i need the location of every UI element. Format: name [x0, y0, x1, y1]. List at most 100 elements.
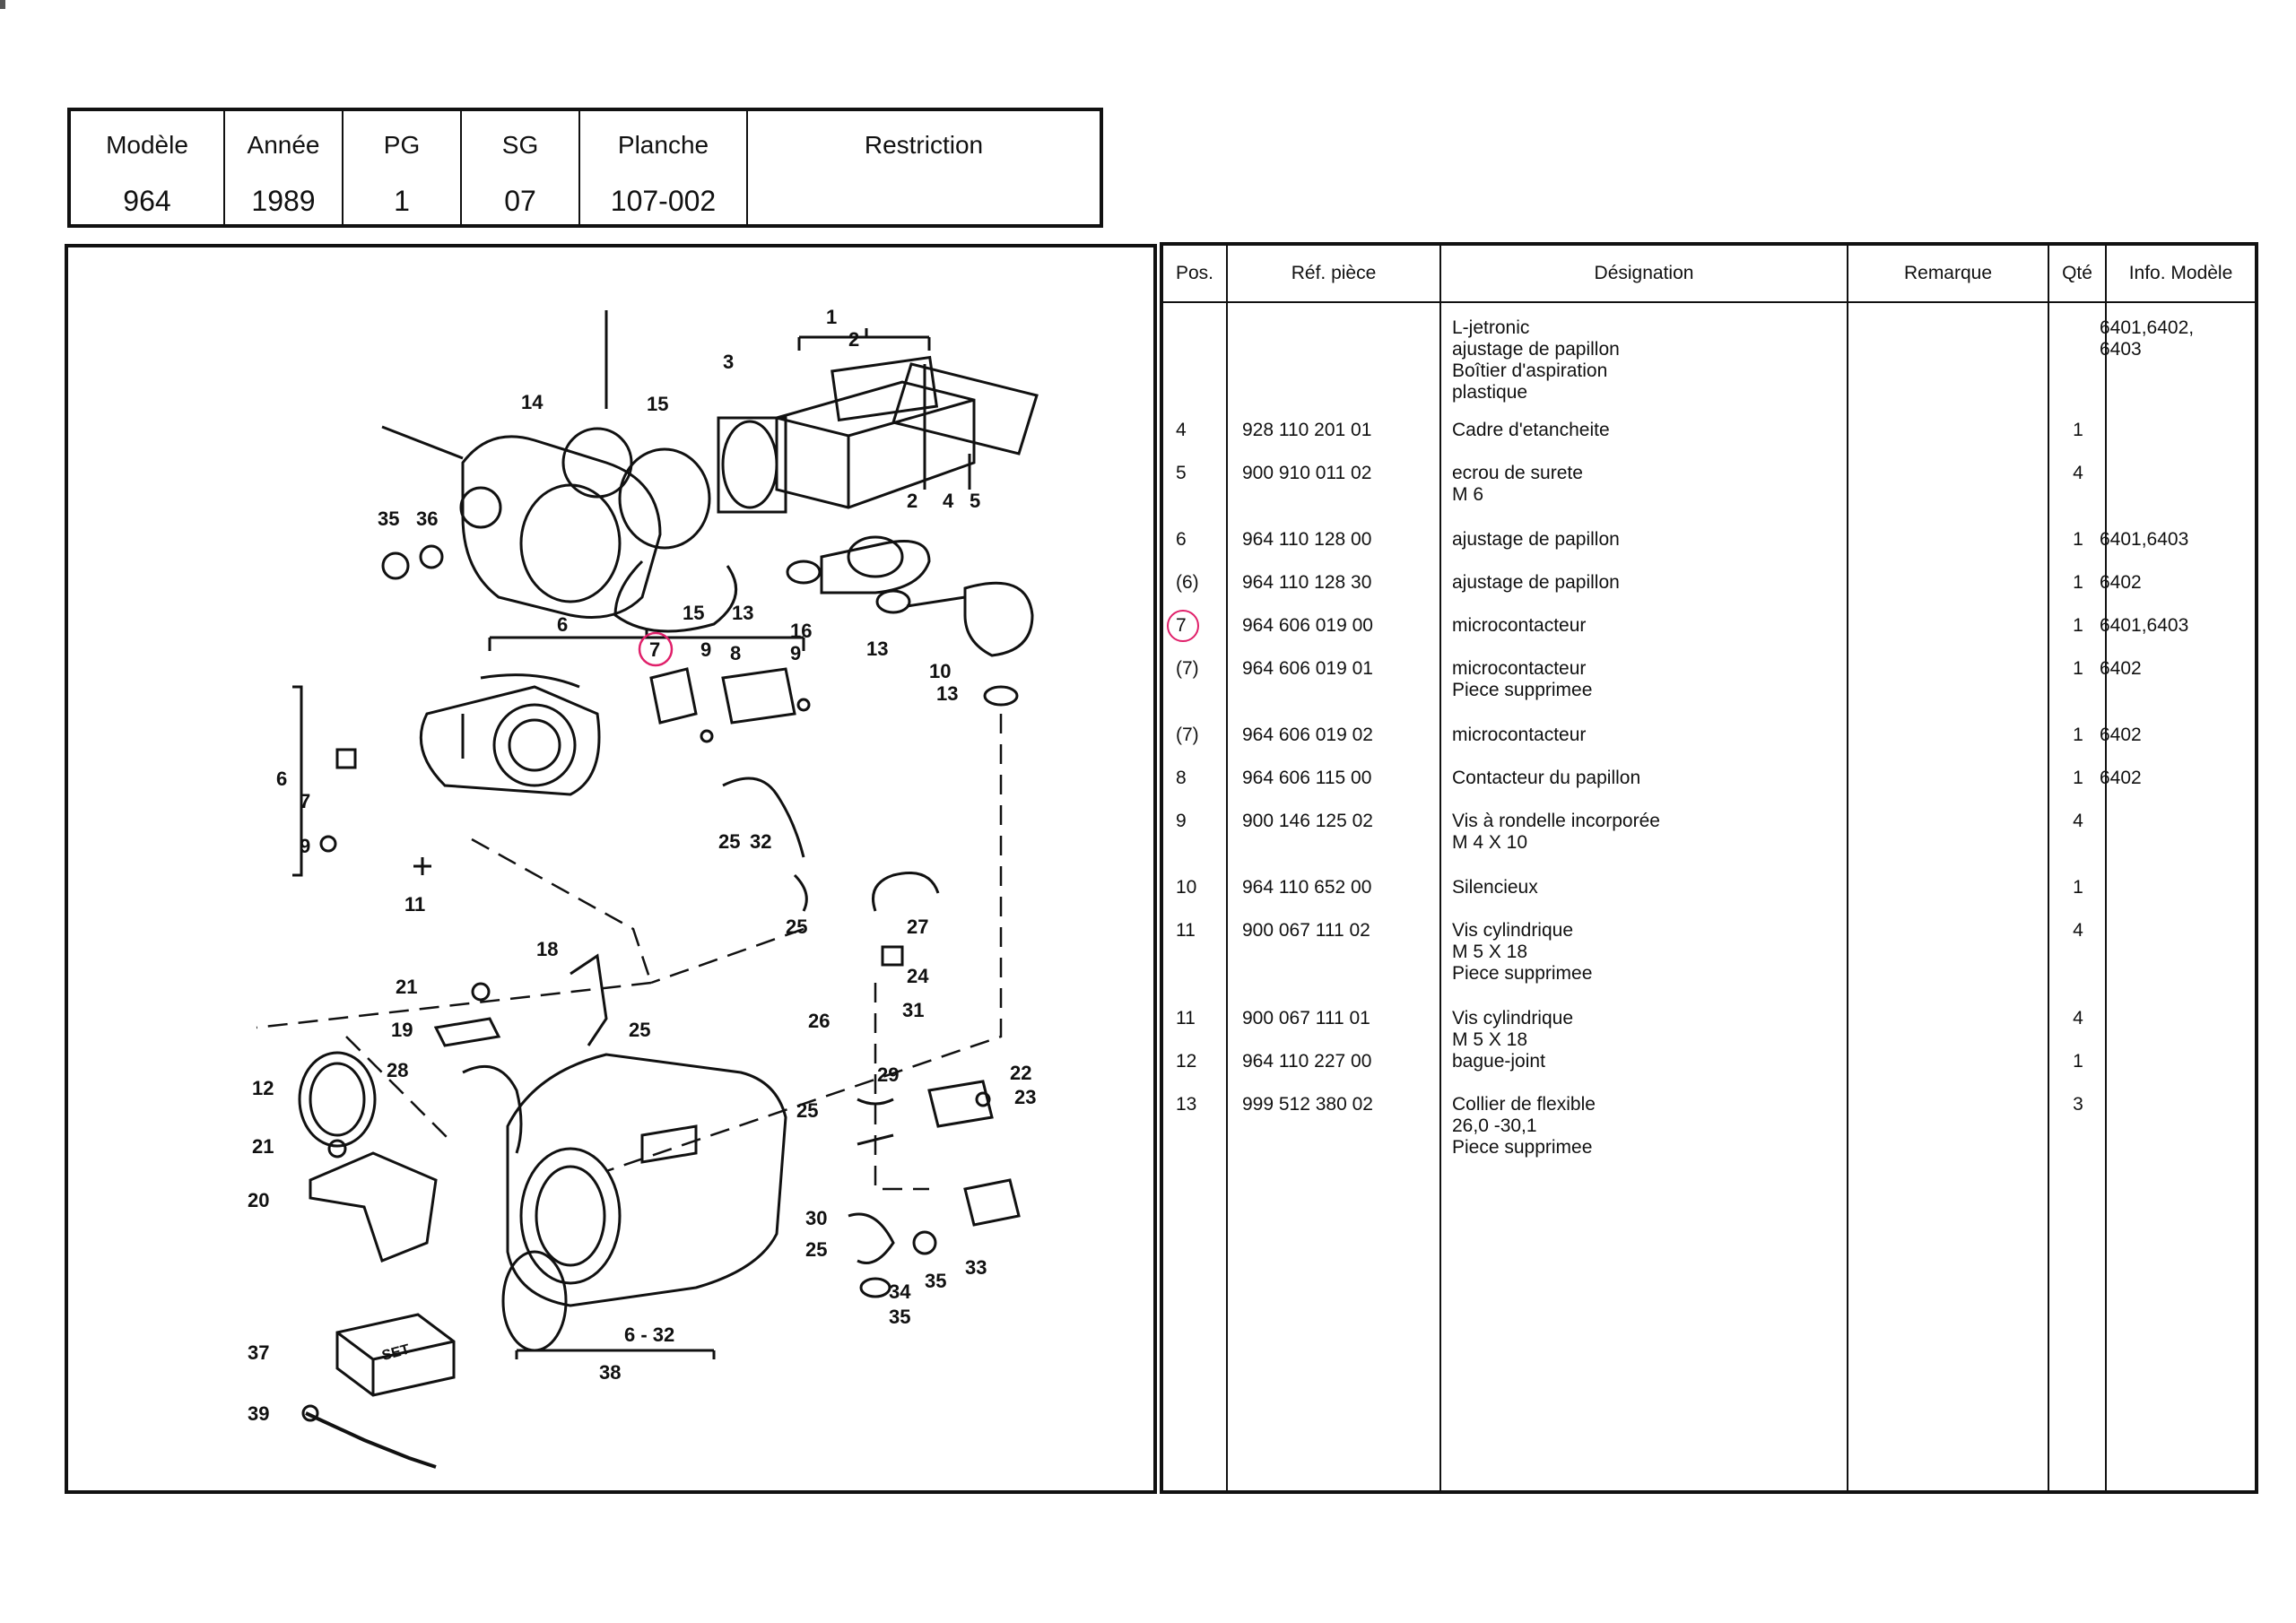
- cell-ref: 900 067 111 01: [1242, 1008, 1370, 1028]
- screw-11: [413, 857, 431, 875]
- callout: 13: [866, 638, 888, 660]
- cell-qte: 4: [2073, 463, 2083, 483]
- callout: 25: [805, 1238, 827, 1261]
- callout: 15: [647, 393, 668, 415]
- cell-ref: 964 110 128 30: [1242, 572, 1372, 593]
- hose-28: [462, 1064, 523, 1154]
- bracket-18: [570, 953, 608, 1046]
- cell-qte: 4: [2073, 1008, 2083, 1028]
- callout: 35: [925, 1270, 946, 1292]
- callout: 6 - 32: [624, 1324, 674, 1346]
- callout: 35: [889, 1306, 910, 1328]
- header-value: 107-002: [610, 185, 717, 217]
- cell-ref: 964 110 227 00: [1242, 1051, 1372, 1072]
- plate-19: [433, 1017, 501, 1047]
- cell-ref: 964 110 128 00: [1242, 529, 1372, 550]
- cell-designation: bague-joint: [1452, 1051, 1811, 1072]
- cell-pos: 8: [1176, 768, 1187, 788]
- air-box-lid: [776, 398, 975, 438]
- air-box-body: [775, 380, 976, 509]
- cell-pos: (7): [1176, 658, 1199, 679]
- hose-clamp-15b: [613, 560, 738, 633]
- cell-pos: 6: [1176, 529, 1187, 550]
- throttle-switch-8: [721, 667, 796, 725]
- header-label: Restriction: [864, 131, 984, 159]
- callout: 2: [907, 490, 918, 512]
- throttle-boot: [461, 435, 662, 619]
- callout: 16: [790, 620, 812, 642]
- col-header-designation: Désignation: [1594, 263, 1694, 283]
- microswitch-7: [649, 667, 698, 725]
- callout: 7: [300, 790, 310, 812]
- callout: 25: [786, 916, 807, 938]
- callout: 22: [1010, 1062, 1031, 1084]
- cell-qte: 1: [2073, 725, 2083, 745]
- cell-qte: 4: [2073, 920, 2083, 941]
- cell-designation: Cadre d'etancheite: [1452, 420, 1811, 441]
- cell-info: 6402: [2100, 725, 2252, 746]
- cell-ref: 964 110 652 00: [1242, 877, 1372, 898]
- hose-clamp-15a: [618, 447, 711, 550]
- parts-table-header: Pos. Réf. pièce Désignation Remarque Qté…: [1163, 246, 2255, 303]
- header-col-restriction: Restriction: [748, 111, 1100, 224]
- highlight-circle-7: [638, 631, 674, 667]
- callout: 13: [732, 602, 753, 624]
- callout: 23: [1014, 1086, 1036, 1108]
- cell-qte: 1: [2073, 1051, 2083, 1072]
- designation-line: Vis cylindrique: [1452, 1008, 1574, 1028]
- cell-ref: 999 512 380 02: [1242, 1094, 1373, 1115]
- cell-pos: 10: [1176, 877, 1197, 898]
- cell-ref: 964 606 115 00: [1242, 768, 1372, 788]
- catalog-header-table: Modèle 964 Année 1989 PG 1 SG 07 Planche…: [67, 108, 1103, 228]
- cell-qte: 1: [2073, 572, 2083, 593]
- parts-list-table: Pos. Réf. pièce Désignation Remarque Qté…: [1160, 242, 2258, 1494]
- seal-ring-12: [298, 1051, 377, 1148]
- cell-pos: 12: [1176, 1051, 1197, 1072]
- cell-pos: 5: [1176, 463, 1187, 483]
- designation-line: microcontacteur: [1452, 725, 1587, 745]
- info-line: 6403: [2100, 339, 2142, 360]
- header-label: Année: [247, 131, 320, 159]
- cell-qte: 1: [2073, 768, 2083, 788]
- info-line: 6401,6402,: [2100, 317, 2195, 338]
- cell-qte: 3: [2073, 1094, 2083, 1115]
- designation-line: Piece supprimee: [1452, 1137, 1593, 1158]
- designation-line: ajustage de papillon: [1452, 529, 1620, 550]
- designation-line: M 5 X 18: [1452, 1029, 1528, 1050]
- bracket-20: [309, 1151, 438, 1263]
- callout: 30: [805, 1207, 827, 1229]
- callout: 10: [929, 660, 951, 682]
- designation-line: M 5 X 18: [1452, 942, 1528, 962]
- valve-22: [927, 1080, 994, 1128]
- cell-ref: 964 606 019 01: [1242, 658, 1373, 679]
- designation-line: L-jetronic: [1452, 317, 1530, 338]
- callout: 15: [683, 602, 704, 624]
- callout: 28: [387, 1059, 408, 1081]
- callout: 12: [252, 1077, 274, 1099]
- cell-pos: 4: [1176, 420, 1187, 440]
- designation-line: Silencieux: [1452, 877, 1538, 898]
- callout: 2: [848, 328, 859, 351]
- info-line: 6401,6403: [2100, 529, 2189, 550]
- info-line: 6401,6403: [2100, 615, 2189, 636]
- air-box-filter-top: [831, 355, 939, 422]
- cell-designation: ajustage de papillon: [1452, 572, 1811, 594]
- cell-designation: microcontacteur: [1452, 725, 1811, 746]
- designation-line: Piece supprimee: [1452, 963, 1593, 984]
- cell-qte: 1: [2073, 658, 2083, 679]
- cell-info: 6401,6403: [2100, 529, 2252, 551]
- callout: 38: [599, 1361, 621, 1384]
- designation-line: 26,0 -30,1: [1452, 1115, 1537, 1136]
- cell-qte: 1: [2073, 877, 2083, 898]
- cell-qte: 1: [2073, 529, 2083, 550]
- designation-line: ecrou de surete: [1452, 463, 1583, 483]
- cell-ref: 964 606 019 02: [1242, 725, 1373, 745]
- callout: 4: [943, 490, 954, 512]
- sealing-frame: [891, 362, 1039, 456]
- callout: 32: [750, 830, 771, 853]
